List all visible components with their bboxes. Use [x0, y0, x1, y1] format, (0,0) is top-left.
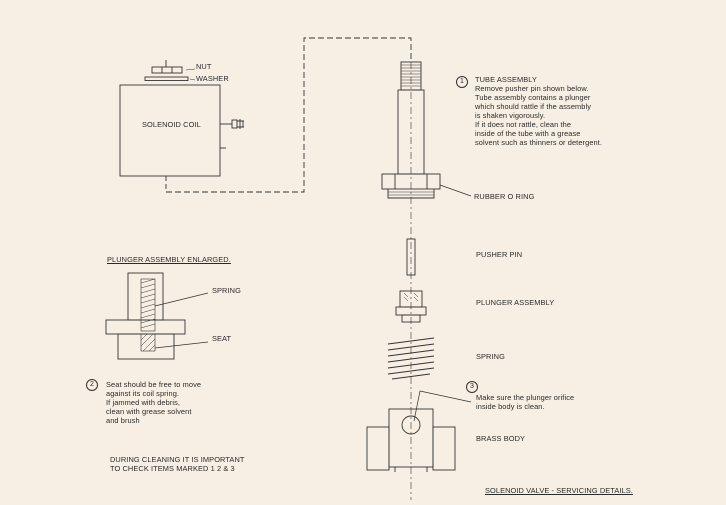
brass-body-label: BRASS BODY — [476, 434, 526, 443]
solenoid-coil-part — [119, 37, 412, 193]
tube-note-line: solvent such as thinners or detergent. — [475, 138, 603, 147]
plunger-assembly-part — [395, 290, 427, 323]
plunger-assembly-label: PLUNGER ASSEMBLY — [476, 298, 555, 307]
enlarged-title: PLUNGER ASSEMBLY ENLARGED. — [107, 255, 231, 264]
footer-title: SOLENOID VALVE - SERVICING DETAILS. — [485, 486, 633, 495]
pusher-pin-part — [406, 238, 416, 276]
marker-1: 1 — [456, 76, 468, 88]
nut-washer-part — [144, 60, 196, 81]
spring-part — [387, 337, 435, 380]
seat-note-line: Seat should be free to move — [106, 380, 202, 389]
tube-note-line: which should rattle if the assembly — [475, 102, 592, 111]
brass-body-part — [366, 408, 456, 472]
tube-assembly-part — [381, 61, 441, 199]
marker-3: 3 — [466, 381, 478, 393]
leader-lines — [413, 184, 472, 422]
seat-note-line: If jammed with debris, — [106, 398, 181, 407]
seat-note-line: against its coil spring. — [106, 389, 180, 398]
cleaning-note-line: DURING CLEANING IT IS IMPORTANT — [110, 455, 245, 464]
washer-label: WASHER — [196, 74, 229, 83]
seat-label: SEAT — [212, 334, 232, 343]
tube-assembly-title: TUBE ASSEMBLY — [475, 75, 537, 84]
tube-note-line: is shaken vigorously. — [475, 111, 546, 120]
seat-note-line: and brush — [106, 416, 140, 425]
tube-note-line: inside of the tube with a grease — [475, 129, 581, 138]
nut-label: NUT — [196, 62, 212, 71]
tube-note-line: If it does not rattle, clean the — [475, 120, 572, 129]
spring-label: SPRING — [476, 352, 505, 361]
cleaning-note-line: TO CHECK ITEMS MARKED 1 2 & 3 — [110, 464, 235, 473]
orifice-note-line: inside body is clean. — [476, 402, 545, 411]
enlarged-spring-label: SPRING — [212, 286, 241, 295]
orifice-note-line: Make sure the plunger orifice — [476, 393, 575, 402]
tube-note-line: Tube assembly contains a plunger — [475, 93, 591, 102]
tube-note-line: Remove pusher pin shown below. — [475, 84, 589, 93]
rubber-o-ring-label: RUBBER O RING — [474, 192, 535, 201]
solenoid-coil-label: SOLENOID COIL — [142, 120, 201, 129]
enlarged-plunger-part — [105, 272, 209, 360]
pusher-pin-label: PUSHER PIN — [476, 250, 523, 259]
marker-2: 2 — [86, 379, 98, 391]
seat-note-line: clean with grease solvent — [106, 407, 192, 416]
